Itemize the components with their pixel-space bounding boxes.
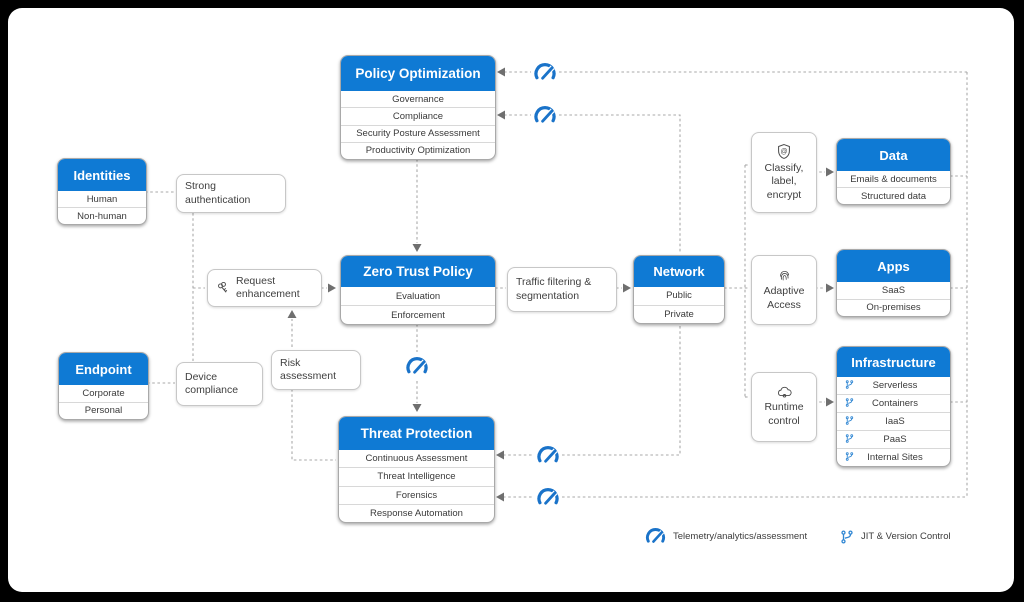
infrastructure-row: Serverless xyxy=(837,377,950,394)
telemetry-gauge-icon xyxy=(536,446,560,465)
infrastructure-row-label: Internal Sites xyxy=(867,452,923,463)
cloud-icon xyxy=(776,386,793,399)
infrastructure-row-label: IaaS xyxy=(885,416,905,427)
infrastructure-row-label: Containers xyxy=(872,398,918,409)
network-row: Private xyxy=(634,304,724,324)
strong-authentication-label: Strong authentication xyxy=(185,180,251,206)
network-box: Network Public Private xyxy=(633,255,725,324)
apps-box: Apps SaaS On-premises xyxy=(836,249,951,317)
adaptive-access-box: Adaptive Access xyxy=(751,255,817,325)
data-box: Data Emails & documents Structured data xyxy=(836,138,951,205)
threat-protection-box: Threat Protection Continuous Assessment … xyxy=(338,416,495,523)
risk-assessment-label: Risk assessment xyxy=(280,356,337,382)
device-compliance-box: Device compliance xyxy=(176,362,263,406)
zero-trust-policy-row: Evaluation xyxy=(395,290,441,302)
telemetry-gauge-icon xyxy=(645,528,666,545)
endpoint-row: Personal xyxy=(59,401,148,420)
legend-telemetry-label: Telemetry/analytics/assessment xyxy=(673,531,808,542)
apps-row: On-premises xyxy=(837,298,950,317)
apps-row: SaaS xyxy=(881,284,906,296)
classify-label-encrypt-label: Classify, label, encrypt xyxy=(764,162,804,201)
identities-row: Human xyxy=(86,193,118,205)
infrastructure-row: IaaS xyxy=(837,412,950,430)
telemetry-gauge-icon xyxy=(405,357,429,376)
endpoint-title: Endpoint xyxy=(59,353,148,385)
branch-icon xyxy=(840,529,854,544)
zero-trust-policy-box: Zero Trust Policy Evaluation Enforcement xyxy=(340,255,496,325)
data-title: Data xyxy=(837,139,950,171)
infrastructure-row: PaaS xyxy=(837,430,950,448)
threat-protection-row: Forensics xyxy=(339,485,494,504)
infrastructure-title: Infrastructure xyxy=(837,347,950,377)
svg-text:@: @ xyxy=(780,149,787,156)
identities-row: Non-human xyxy=(58,207,146,224)
strong-authentication-box: Strong authentication xyxy=(176,174,286,213)
policy-optimization-row: Compliance xyxy=(341,107,495,124)
branch-icon xyxy=(845,451,854,464)
fingerprint-icon xyxy=(777,268,792,283)
telemetry-gauge-icon xyxy=(536,488,560,507)
zero-trust-policy-title: Zero Trust Policy xyxy=(341,256,495,287)
keys-icon xyxy=(216,281,231,296)
data-row: Emails & documents xyxy=(850,173,937,185)
policy-optimization-row: Governance xyxy=(392,93,444,105)
infrastructure-row-label: PaaS xyxy=(883,434,907,445)
traffic-filtering-box: Traffic filtering & segmentation xyxy=(507,267,617,312)
request-enhancement-box: Request enhancement xyxy=(207,269,322,307)
threat-protection-row: Continuous Assessment xyxy=(365,453,468,465)
branch-icon xyxy=(845,397,854,410)
branch-icon xyxy=(845,379,854,392)
telemetry-gauge-icon xyxy=(533,106,557,125)
device-compliance-label: Device compliance xyxy=(185,370,239,396)
policy-optimization-box: Policy Optimization Governance Complianc… xyxy=(340,55,496,160)
runtime-control-label: Runtime control xyxy=(764,401,804,427)
network-row: Public xyxy=(666,290,692,302)
adaptive-access-label: Adaptive Access xyxy=(763,285,805,311)
runtime-control-box: Runtime control xyxy=(751,372,817,442)
threat-protection-row: Threat Intelligence xyxy=(339,467,494,485)
risk-assessment-box: Risk assessment xyxy=(271,350,361,390)
policy-optimization-title: Policy Optimization xyxy=(341,56,495,91)
request-enhancement-label: Request enhancement xyxy=(236,274,300,300)
traffic-filtering-label: Traffic filtering & segmentation xyxy=(516,276,592,302)
telemetry-gauge-icon xyxy=(533,63,557,82)
threat-protection-title: Threat Protection xyxy=(339,417,494,450)
identities-box: Identities Human Non-human xyxy=(57,158,147,225)
shield-at-icon: @ xyxy=(776,143,792,160)
infrastructure-row: Internal Sites xyxy=(837,448,950,466)
policy-optimization-row: Productivity Optimization xyxy=(341,141,495,159)
legend-jit: JIT & Version Control xyxy=(840,527,951,546)
infrastructure-box: Infrastructure Serverless Containers Iaa… xyxy=(836,346,951,467)
apps-title: Apps xyxy=(837,250,950,282)
endpoint-row: Corporate xyxy=(82,387,125,399)
branch-icon xyxy=(845,433,854,446)
policy-optimization-row: Security Posture Assessment xyxy=(341,124,495,142)
zero-trust-policy-row: Enforcement xyxy=(341,305,495,324)
threat-protection-row: Response Automation xyxy=(339,503,494,522)
endpoint-box: Endpoint Corporate Personal xyxy=(58,352,149,420)
infrastructure-row: Containers xyxy=(837,394,950,412)
legend-telemetry: Telemetry/analytics/assessment xyxy=(645,527,807,546)
infrastructure-row-label: Serverless xyxy=(872,380,918,391)
identities-title: Identities xyxy=(58,159,146,191)
data-row: Structured data xyxy=(837,187,950,204)
branch-icon xyxy=(845,415,854,428)
classify-label-encrypt-box: @ Classify, label, encrypt xyxy=(751,132,817,213)
legend-jit-label: JIT & Version Control xyxy=(861,531,951,542)
network-title: Network xyxy=(634,256,724,287)
